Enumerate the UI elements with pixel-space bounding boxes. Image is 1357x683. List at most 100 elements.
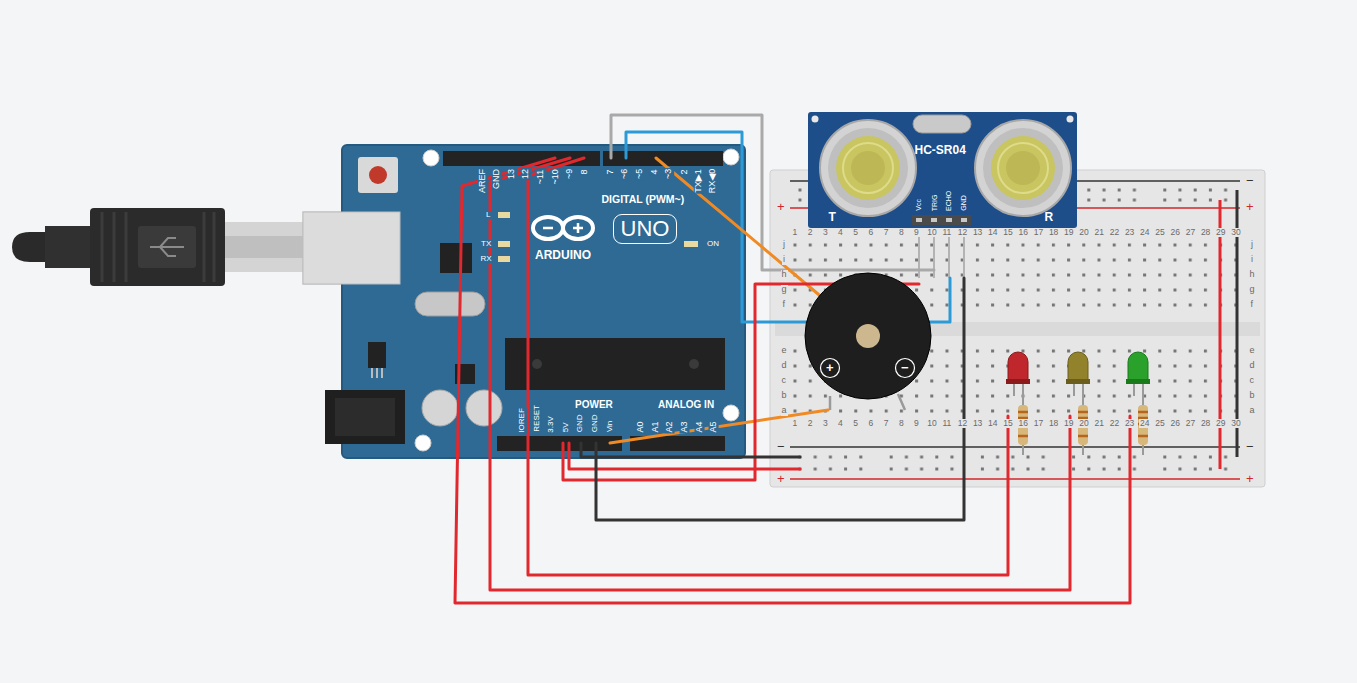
column-number: 30 xyxy=(1230,228,1241,237)
polarity-mark: + xyxy=(825,361,835,375)
jumper-wire xyxy=(581,443,800,457)
pin-label: A0 xyxy=(635,420,645,433)
column-number: 17 xyxy=(1033,419,1044,428)
column-number: 28 xyxy=(1200,419,1211,428)
model-badge: UNO xyxy=(613,214,678,244)
rail-sign: + xyxy=(1245,472,1255,486)
dc-jack xyxy=(325,390,405,444)
pin-label: A2 xyxy=(664,420,674,433)
usb-plug-neck xyxy=(45,226,95,268)
column-number: 17 xyxy=(1033,228,1044,237)
grip-ridges xyxy=(102,212,214,282)
pin-label: 3.3V xyxy=(547,415,556,433)
column-number: 16 xyxy=(1018,228,1029,237)
mount-hole xyxy=(723,149,739,165)
pin-label: GND xyxy=(591,413,600,433)
column-number: 27 xyxy=(1185,228,1196,237)
transducer-mesh xyxy=(851,151,885,185)
pin-label: RESET xyxy=(532,404,541,433)
usb-metal xyxy=(225,222,303,272)
usb-port xyxy=(303,212,400,284)
mount-hole xyxy=(1067,116,1074,123)
rail-line xyxy=(790,478,1240,480)
row-letter: i xyxy=(1250,255,1254,265)
regulator-legs xyxy=(372,368,382,378)
column-number: 14 xyxy=(987,419,998,428)
row-letter: b xyxy=(781,391,788,401)
row-letter: c xyxy=(1249,376,1256,386)
column-number: 19 xyxy=(1063,419,1074,428)
transducer-label: R xyxy=(1044,211,1055,224)
usb-chip xyxy=(440,243,472,273)
module-name: HC-SR04 xyxy=(914,144,967,157)
chip-dot xyxy=(532,359,542,369)
voltage-regulator xyxy=(368,342,386,368)
row-letter: e xyxy=(1249,346,1256,356)
column-number: 11 xyxy=(942,419,953,428)
column-number: 27 xyxy=(1185,419,1196,428)
pin-label: TX▶1 xyxy=(693,168,703,193)
column-number: 6 xyxy=(868,228,875,237)
led-rim xyxy=(1006,379,1030,384)
row-letter: c xyxy=(781,376,788,386)
column-number: 22 xyxy=(1109,419,1120,428)
mount-hole xyxy=(423,150,439,166)
led-legs xyxy=(1014,380,1143,405)
buzzer-body xyxy=(805,273,931,399)
capacitor xyxy=(466,390,502,426)
pin-label: 4 xyxy=(649,168,659,175)
transducer-mesh xyxy=(991,136,1055,200)
pin-label: ~6 xyxy=(620,168,630,180)
transducer-ring xyxy=(983,128,1063,208)
pin-label: 7 xyxy=(605,168,615,175)
column-number: 5 xyxy=(852,228,859,237)
column-number: 13 xyxy=(972,228,983,237)
column-number: 12 xyxy=(957,419,968,428)
breadboard: +−+1234567891011121314151617181920212223… xyxy=(770,170,1265,487)
led-rim xyxy=(1126,379,1150,384)
column-number: 18 xyxy=(1048,228,1059,237)
jumper-wire xyxy=(528,158,1008,575)
pin-label: A3 xyxy=(679,420,689,433)
column-number: 22 xyxy=(1109,228,1120,237)
usb-plug-tip xyxy=(12,232,48,262)
buzzer-center xyxy=(856,324,880,348)
column-number: 21 xyxy=(1094,228,1105,237)
row-letter: d xyxy=(781,361,788,371)
column-number: 28 xyxy=(1200,228,1211,237)
pin-label: GND xyxy=(492,168,502,190)
polarity-ring xyxy=(896,359,915,378)
row-letter: i xyxy=(782,255,786,265)
red-led xyxy=(1008,352,1028,383)
transducer xyxy=(975,120,1071,216)
pin-label: 5V xyxy=(562,421,571,433)
row-letter: g xyxy=(781,285,788,295)
row-letter: a xyxy=(781,406,788,416)
column-number: 25 xyxy=(1154,228,1165,237)
indicator-led xyxy=(498,256,510,262)
column-number: 5 xyxy=(852,419,859,428)
transducer-mesh xyxy=(836,136,900,200)
section-label: ANALOG IN xyxy=(657,399,715,410)
column-number: 15 xyxy=(1002,228,1013,237)
pin-label: RX◀0 xyxy=(708,168,718,194)
pin-label: ECHO xyxy=(945,190,953,212)
green-led xyxy=(1128,352,1148,383)
column-number: 13 xyxy=(972,419,983,428)
rail-sign: − xyxy=(1245,174,1255,188)
transducer-label: T xyxy=(828,211,837,224)
column-number: 19 xyxy=(1063,228,1074,237)
pin-label: GND xyxy=(576,413,585,433)
sensor-pin-header xyxy=(912,215,971,225)
pin-label: 13 xyxy=(507,168,517,180)
column-number: 9 xyxy=(913,228,920,237)
led-rim xyxy=(1066,379,1090,384)
pin-label: IOREF xyxy=(518,407,527,433)
row-letter: j xyxy=(1250,240,1254,250)
mount-hole xyxy=(415,435,431,451)
led-label: L xyxy=(485,211,491,220)
column-number: 20 xyxy=(1078,228,1089,237)
led-label: TX xyxy=(480,240,492,249)
